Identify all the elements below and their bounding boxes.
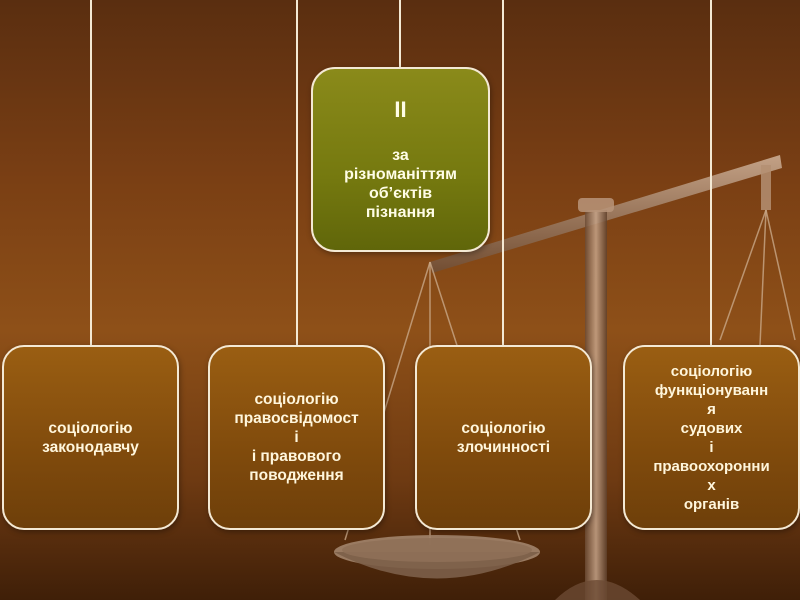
node-label: соціологію злочинності	[456, 419, 551, 456]
node-criminality-sociology: соціологію злочинності	[415, 345, 592, 530]
node-label: соціологію правосвідомост і і правового …	[234, 391, 359, 484]
node-label: соціологію законодавчу	[42, 419, 139, 456]
node-legislative-sociology: соціологію законодавчу	[2, 345, 179, 530]
category-title: за різноманіттям об’єктів пізнання	[344, 147, 457, 221]
node-label: соціологію функціонуванн я судових і пра…	[653, 362, 770, 513]
node-judicial-bodies-sociology: соціологію функціонуванн я судових і пра…	[623, 345, 800, 530]
category-number: II	[394, 97, 407, 122]
category-node-ii: II за різноманіттям об’єктів пізнання	[311, 67, 490, 252]
node-legal-consciousness-sociology: соціологію правосвідомост і і правового …	[208, 345, 385, 530]
